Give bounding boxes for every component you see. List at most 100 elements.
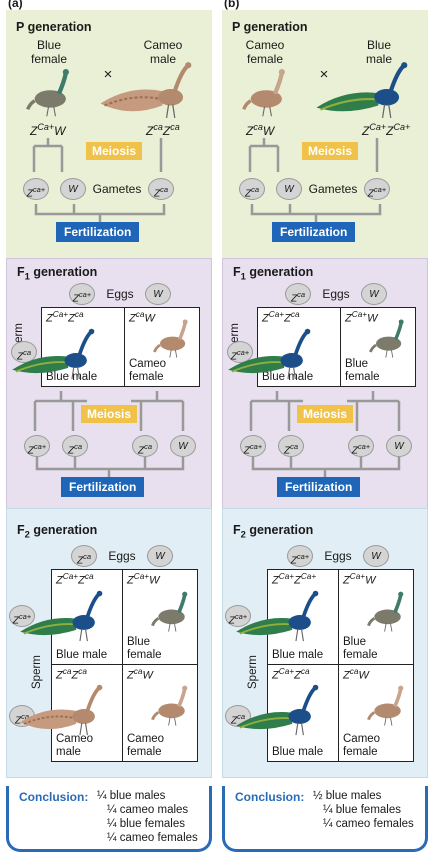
meiosis-label: Meiosis: [302, 142, 359, 160]
gamete-oval: Zca+: [23, 178, 49, 200]
f1-generation-title: F1 generation: [233, 265, 314, 282]
p-male-bird-image: [314, 58, 418, 125]
f2-bird-image: [233, 587, 329, 648]
cell-genotype: ZCa+Zca: [56, 572, 94, 587]
p-generation-title: P generation: [16, 20, 92, 34]
gamete-oval: Zca: [148, 178, 174, 200]
p-generation-title: P generation: [232, 20, 308, 34]
cell-genotype: ZcaW: [343, 667, 369, 682]
fertilization-label: Fertilization: [56, 222, 140, 242]
gamete-oval: Zca+: [348, 435, 374, 457]
sperm-oval: Zca+: [225, 605, 251, 627]
conclusion-item: ¼ cameo females: [323, 818, 414, 830]
cell-phenotype: Cameo female: [127, 733, 165, 758]
conclusion-label: Conclusion:: [235, 790, 305, 804]
p-male-bird-image: [98, 58, 202, 125]
egg-oval: Zca: [71, 545, 97, 567]
p-female-label: Blue female: [30, 38, 68, 66]
cross-symbol: ×: [103, 66, 113, 83]
cell-phenotype: Cameo female: [129, 358, 167, 383]
cross-symbol: ×: [319, 66, 329, 83]
gamete-oval: Zca: [132, 435, 158, 457]
cell-genotype: ZCa+Zca: [272, 667, 310, 682]
f1-generation-arrows: [249, 391, 401, 479]
eggs-label: Eggs: [108, 549, 136, 563]
column-b: (b) P generation Cameo female Blue male …: [222, 0, 428, 860]
cell-phenotype: Blue female: [343, 636, 378, 661]
fertilization-label: Fertilization: [272, 222, 356, 242]
conclusion-label: Conclusion:: [19, 790, 89, 804]
f1-generation-title: F1 generation: [17, 265, 98, 282]
eggs-label: Eggs: [324, 549, 352, 563]
p-male-genotype: ZcaZca: [146, 122, 180, 138]
cell-phenotype: Cameo female: [343, 733, 381, 758]
gamete-oval: W: [170, 435, 196, 457]
p-female-bird-image: [26, 66, 78, 123]
meiosis-label: Meiosis: [297, 405, 354, 423]
conclusion-box: Conclusion: ¼ blue males ¼ cameo males ¼ bl…: [6, 786, 212, 852]
gamete-oval: Zca+: [364, 178, 390, 200]
gametes-label: Gametes: [308, 182, 358, 196]
p-male-genotype: ZCa+ZCa+: [362, 122, 411, 138]
gamete-oval: Zca+: [240, 435, 266, 457]
cell-genotype: ZcaW: [129, 310, 155, 325]
sperm-oval: Zca+: [227, 341, 253, 363]
f1-bird-image: [153, 315, 195, 366]
f2-bird-image: [367, 587, 411, 640]
f2-punnett-cell: ZCa+W Blue female: [122, 569, 198, 665]
egg-oval: W: [147, 545, 173, 567]
p-female-bird-image: [242, 66, 294, 123]
conclusion-item: ¼ blue males: [97, 790, 166, 802]
cell-phenotype: Blue male: [56, 649, 108, 661]
cell-genotype: ZCa+ZCa+: [272, 572, 317, 587]
p-female-label: Cameo female: [245, 38, 285, 66]
p-female-genotype: ZCa+W: [30, 122, 66, 138]
gamete-oval: Zca: [278, 435, 304, 457]
cell-phenotype: Blue female: [127, 636, 162, 661]
p-male-label: Cameo male: [143, 38, 183, 66]
gametes-label: Gametes: [92, 182, 142, 196]
f1-bird-image: [369, 315, 411, 366]
conclusion-item: ¼ cameo males: [107, 804, 189, 816]
cell-genotype: ZcaW: [127, 667, 153, 682]
eggs-label: Eggs: [322, 287, 350, 301]
fertilization-label: Fertilization: [277, 477, 361, 497]
sperm-oval: Zca+: [9, 605, 35, 627]
p-male-label: Blue male: [365, 38, 392, 66]
gamete-oval: W: [60, 178, 86, 200]
p-generation-arrows: [32, 138, 166, 224]
cell-genotype: ZCa+W: [345, 310, 378, 325]
gamete-oval: Zca: [239, 178, 265, 200]
f2-generation-title: F2 generation: [17, 523, 98, 540]
p-generation-arrows: [248, 138, 382, 224]
f2-bird-image: [151, 681, 195, 734]
meiosis-label: Meiosis: [81, 405, 138, 423]
conclusion-item: ¼ blue females: [107, 818, 185, 830]
p-generation-panel: P generation Blue female Cameo male × ZC…: [6, 10, 212, 260]
eggs-label: Eggs: [106, 287, 134, 301]
egg-oval: Zca+: [287, 545, 313, 567]
f2-bird-image: [17, 681, 113, 742]
conclusion-item: ½ blue males: [313, 790, 382, 802]
f2-generation-title: F2 generation: [233, 523, 314, 540]
egg-oval: Zca+: [69, 283, 95, 305]
cell-phenotype: Blue male: [272, 746, 324, 758]
meiosis-label: Meiosis: [86, 142, 143, 160]
cell-phenotype: Blue female: [345, 358, 380, 383]
p-generation-panel: P generation Cameo female Blue male × Zc…: [222, 10, 428, 260]
f1-generation-panel: F1 generation Zca Eggs W Sperm Zca+ ZCa+…: [222, 258, 428, 510]
f2-generation-panel: F2 generation Zca+ Eggs W Zca+ Zca Sperm…: [222, 508, 428, 778]
cell-phenotype: Cameo male: [56, 733, 94, 758]
egg-oval: W: [363, 545, 389, 567]
gamete-oval: Zca: [62, 435, 88, 457]
f2-generation-panel: F2 generation Zca Eggs W Zca+ Zca Sperm …: [6, 508, 212, 778]
f1-bird-image: [225, 325, 321, 386]
egg-oval: W: [145, 283, 171, 305]
cell-genotype: ZCa+Zca: [46, 310, 84, 325]
egg-oval: W: [361, 283, 387, 305]
fertilization-label: Fertilization: [61, 477, 145, 497]
gamete-oval: Zca+: [24, 435, 50, 457]
gamete-oval: W: [276, 178, 302, 200]
f2-bird-image: [17, 587, 113, 648]
